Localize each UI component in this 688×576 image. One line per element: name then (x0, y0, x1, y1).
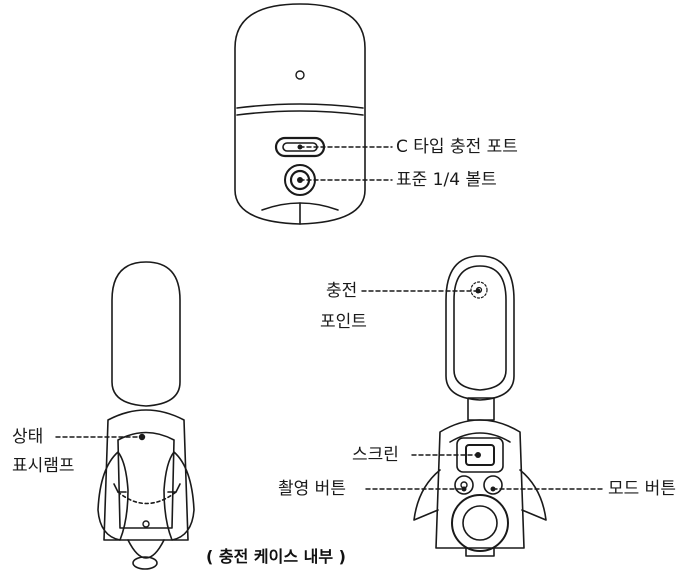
caption-case-interior: ( 충전 케이스 내부 ) (206, 547, 346, 566)
label-screen: 스크린 (352, 445, 399, 465)
label-tripod-bolt: 표준 1/4 볼트 (396, 170, 497, 190)
label-charging-point-line1: 충전 (326, 281, 358, 301)
device-open-right-illustration (413, 255, 547, 557)
label-charging-point-line2: 포인트 (320, 312, 367, 332)
label-shoot-button: 촬영 버튼 (278, 479, 346, 499)
label-status-lamp-line2: 표시램프 (12, 456, 75, 476)
leader-lines (55, 146, 605, 490)
label-mode-button: 모드 버튼 (608, 479, 676, 499)
case-open-left-illustration (97, 261, 195, 570)
label-status-lamp-line1: 상태 (12, 427, 44, 447)
label-usb-c-port: C 타입 충전 포트 (396, 137, 518, 157)
case-closed-illustration (234, 3, 366, 225)
